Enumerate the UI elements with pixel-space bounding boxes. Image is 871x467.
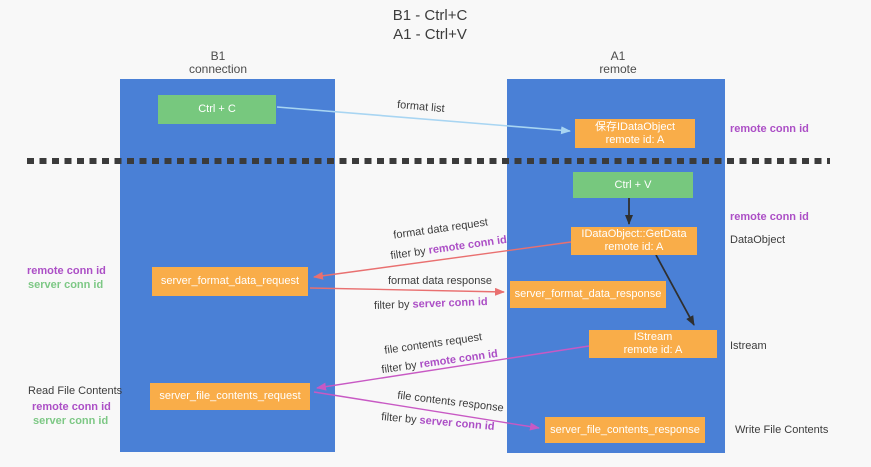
server-format-data-response-label: server_format_data_response <box>514 288 662 300</box>
server-format-data-request-label: server_format_data_request <box>160 275 300 287</box>
getdata-line2: remote id: A <box>604 241 664 253</box>
remote-conn-id-top-label: remote conn id <box>730 123 809 135</box>
format-data-response-arrow <box>309 287 505 296</box>
save-dataobject-line1: 保存IDataObject <box>594 120 676 133</box>
istream-side-label: Istream <box>730 340 767 352</box>
column-a1-name: A1 <box>610 49 626 63</box>
filter-by-text-1: filter by <box>389 245 427 263</box>
server-format-data-response-node: server_format_data_response <box>510 281 666 308</box>
server-file-contents-request-label: server_file_contents_request <box>159 390 301 402</box>
column-header-a1: A1 remote <box>558 50 678 76</box>
left-remote-conn-id-2-label: remote conn id <box>32 401 111 413</box>
filter-by-text-4: filter by <box>380 411 418 427</box>
left-server-conn-id-2-label: server conn id <box>33 415 109 427</box>
server-file-contents-response-node: server_file_contents_response <box>545 417 705 443</box>
column-b1-subtitle: connection <box>188 62 248 76</box>
istream-line2: remote id: A <box>623 344 683 356</box>
remote-conn-id-mid-label: remote conn id <box>730 211 809 223</box>
remote-conn-id-text-1: remote conn id <box>427 233 508 257</box>
read-file-contents-label: Read File Contents <box>28 385 123 397</box>
format-list-label: format list <box>396 98 446 116</box>
remote-conn-id-text-3: remote conn id <box>418 347 499 371</box>
column-b1-name: B1 <box>210 49 226 63</box>
left-remote-conn-id-1-label: remote conn id <box>27 265 106 277</box>
file-contents-response-label: file contents response <box>396 389 505 415</box>
save-dataobject-node: 保存IDataObject remote id: A <box>575 119 695 148</box>
dataobject-label: DataObject <box>730 234 786 246</box>
column-header-b1: B1 connection <box>158 50 278 76</box>
left-server-conn-id-1-label: server conn id <box>28 279 104 291</box>
server-file-contents-response-label: server_file_contents_response <box>550 423 700 436</box>
save-dataobject-line2: remote id: A <box>605 133 665 146</box>
filter-by-text-2: filter by <box>373 298 410 312</box>
write-file-contents-label: Write File Contents <box>735 424 829 436</box>
diagram-title: B1 - Ctrl+C A1 - Ctrl+V <box>330 6 530 44</box>
title-line-1: B1 - Ctrl+C <box>392 7 468 24</box>
title-line-2: A1 - Ctrl+V <box>393 26 467 43</box>
ctrl-v-label: Ctrl + V <box>614 178 652 191</box>
server-conn-id-text-2: server conn id <box>412 296 488 311</box>
ctrl-c-label: Ctrl + C <box>198 103 236 115</box>
server-file-contents-request-node: server_file_contents_request <box>150 383 310 410</box>
format-data-response-label: format data response <box>388 275 492 287</box>
filter-by-text-3: filter by <box>380 359 418 377</box>
ctrl-v-node: Ctrl + V <box>573 172 693 198</box>
column-a1-subtitle: remote <box>599 62 637 76</box>
ctrl-c-node: Ctrl + C <box>158 95 276 124</box>
server-format-data-request-node: server_format_data_request <box>152 267 308 296</box>
idataobject-getdata-node: IDataObject::GetData remote id: A <box>571 227 697 255</box>
server-conn-id-text-4: server conn id <box>419 414 495 433</box>
getdata-line1: IDataObject::GetData <box>581 228 687 240</box>
istream-line1: IStream <box>633 331 673 343</box>
istream-node: IStream remote id: A <box>589 330 717 358</box>
